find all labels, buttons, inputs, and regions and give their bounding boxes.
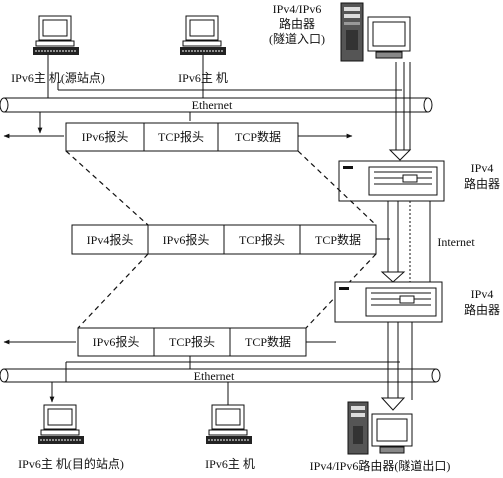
bottom-packet: IPv6报头 TCP报头 TCP数据 — [3, 327, 336, 369]
top-packet-tcp-data — [217, 122, 299, 152]
top-packet-ipv6-header — [65, 122, 145, 152]
mid-packet-ipv6-header-text: IPv6报头 — [163, 232, 210, 247]
middle-packet: IPv4报头 IPv6报头 TCP报头 TCP数据 — [71, 224, 390, 255]
mid-packet-ipv6-header — [147, 224, 225, 255]
bottom-packet-ipv6-header-text: IPv6报头 — [93, 334, 140, 349]
mid-packet-ipv4-header-text: IPv4报头 — [87, 232, 134, 247]
bottom-ethernet-label: Ethernet — [194, 369, 235, 383]
mid-packet-ipv4-header — [71, 224, 149, 255]
host-top-mid-label: IPv6主 机 — [178, 71, 228, 85]
ipv4-router-upper-icon — [338, 160, 445, 202]
tunnel-entry-label-1: IPv4/IPv6 — [273, 2, 322, 16]
top-packet-ipv6-header-text: IPv6报头 — [82, 129, 129, 144]
ipv4-router-lower-label-2: 路由器 — [464, 302, 500, 317]
bottom-packet-tcp-data — [229, 327, 307, 357]
top-ethernet-label: Ethernet — [192, 98, 233, 112]
bottom-ethernet-bus: Ethernet — [0, 368, 441, 383]
tunnel-path — [380, 62, 431, 411]
tunnel-exit-label: IPv4/IPv6路由器(隧道出口) — [310, 458, 451, 473]
host-source-label: IPv6主 机(源站点) — [11, 71, 105, 85]
bottom-packet-ipv6-header — [77, 327, 155, 357]
ipv6-host-top-icon — [180, 15, 226, 98]
tunnel-exit-router-icon — [347, 401, 413, 455]
tunnel-entry-router-icon — [340, 2, 411, 62]
ipv6-host-destination-icon — [38, 404, 84, 444]
tunnel-entry-label-2: 路由器 — [279, 16, 315, 31]
tunnel-entry-label-3: (隧道入口) — [269, 31, 325, 46]
top-packet-tcp-data-text: TCP数据 — [235, 129, 281, 144]
top-packet: IPv6报头 TCP报头 TCP数据 — [3, 112, 353, 152]
internet-label: Internet — [437, 235, 475, 249]
bottom-packet-tcp-data-text: TCP数据 — [245, 334, 291, 349]
ipv4-router-lower-label-1: IPv4 — [471, 287, 494, 301]
bottom-packet-tcp-header-text: TCP报头 — [169, 334, 215, 349]
host-destination-label: IPv6主 机(目的站点) — [18, 456, 124, 471]
top-packet-tcp-header-text: TCP报头 — [158, 129, 204, 144]
ipv6-host-source-icon — [33, 15, 79, 98]
mid-packet-tcp-header-text: TCP报头 — [239, 232, 285, 247]
ipv4-router-lower-icon — [334, 281, 443, 323]
ipv6-host-bottom-icon — [206, 382, 252, 444]
mid-packet-tcp-data — [299, 224, 377, 255]
ipv4-router-upper-label-2: 路由器 — [464, 176, 500, 191]
top-ethernet-bus: Ethernet — [0, 97, 433, 113]
top-packet-tcp-header — [143, 122, 219, 152]
bottom-packet-tcp-header — [153, 327, 231, 357]
mid-packet-tcp-header — [223, 224, 301, 255]
mid-packet-tcp-data-text: TCP数据 — [315, 232, 361, 247]
host-bottom-mid-label: IPv6主 机 — [205, 457, 255, 471]
encapsulation-dashed-lines — [65, 150, 377, 329]
ipv4-router-upper-label-1: IPv4 — [471, 161, 494, 175]
